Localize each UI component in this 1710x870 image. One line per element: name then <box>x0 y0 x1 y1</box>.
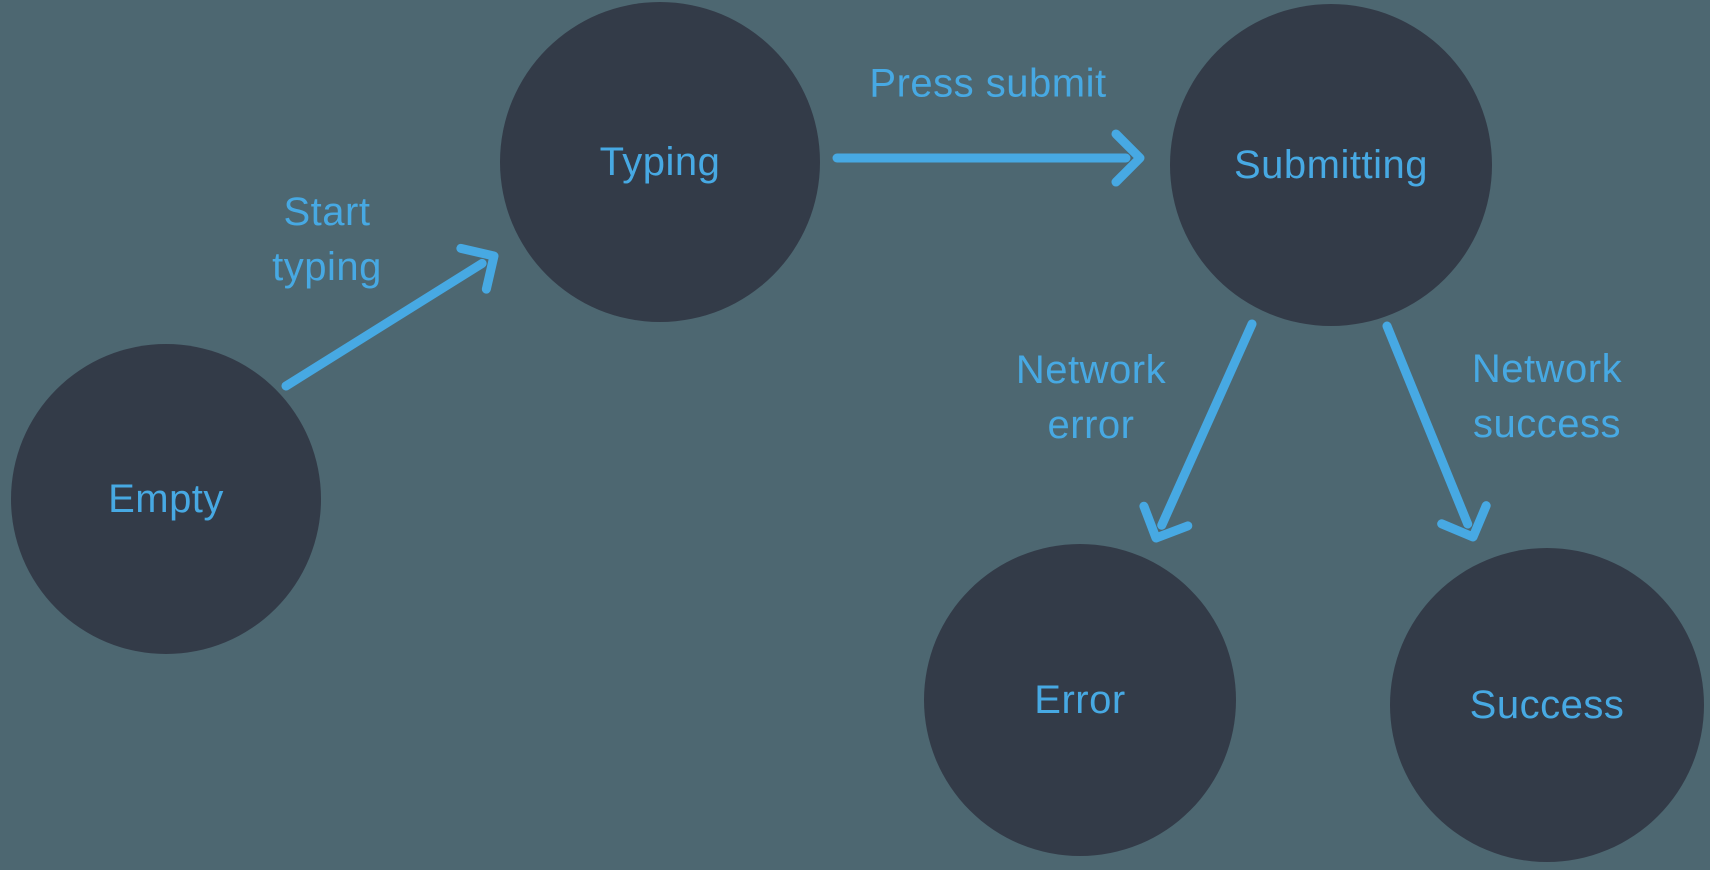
state-label-typing: Typing <box>599 139 721 184</box>
state-label-success: Success <box>1469 682 1625 727</box>
state-label-empty: Empty <box>108 476 224 521</box>
state-node-typing: Typing <box>500 2 820 322</box>
transition-label-line: Network <box>1015 348 1167 392</box>
transition-arrow-network-error <box>1139 319 1257 543</box>
transition-label-line: Network <box>1471 347 1623 391</box>
state-node-success: Success <box>1390 548 1704 862</box>
transition-label-line: Start <box>283 190 371 234</box>
transition-arrow-press-submit <box>832 129 1145 187</box>
transition-label-line: error <box>1047 403 1135 447</box>
transition-label-start-typing: Start typing <box>272 185 382 295</box>
transition-label-network-success: Network success <box>1472 342 1622 452</box>
state-node-error: Error <box>924 544 1236 856</box>
state-label-submitting: Submitting <box>1234 142 1428 187</box>
state-node-submitting: Submitting <box>1170 4 1492 326</box>
transition-label-press-submit: Press submit <box>869 57 1106 112</box>
state-node-empty: Empty <box>11 344 321 654</box>
transition-label-network-error: Network error <box>1016 343 1166 453</box>
transition-arrow-start-typing <box>281 243 499 391</box>
transition-label-line: success <box>1472 402 1621 446</box>
transition-label-line: Press submit <box>869 61 1107 106</box>
state-label-error: Error <box>1034 677 1126 722</box>
transition-arrow-network-success <box>1382 321 1491 542</box>
transition-label-line: typing <box>272 245 382 289</box>
